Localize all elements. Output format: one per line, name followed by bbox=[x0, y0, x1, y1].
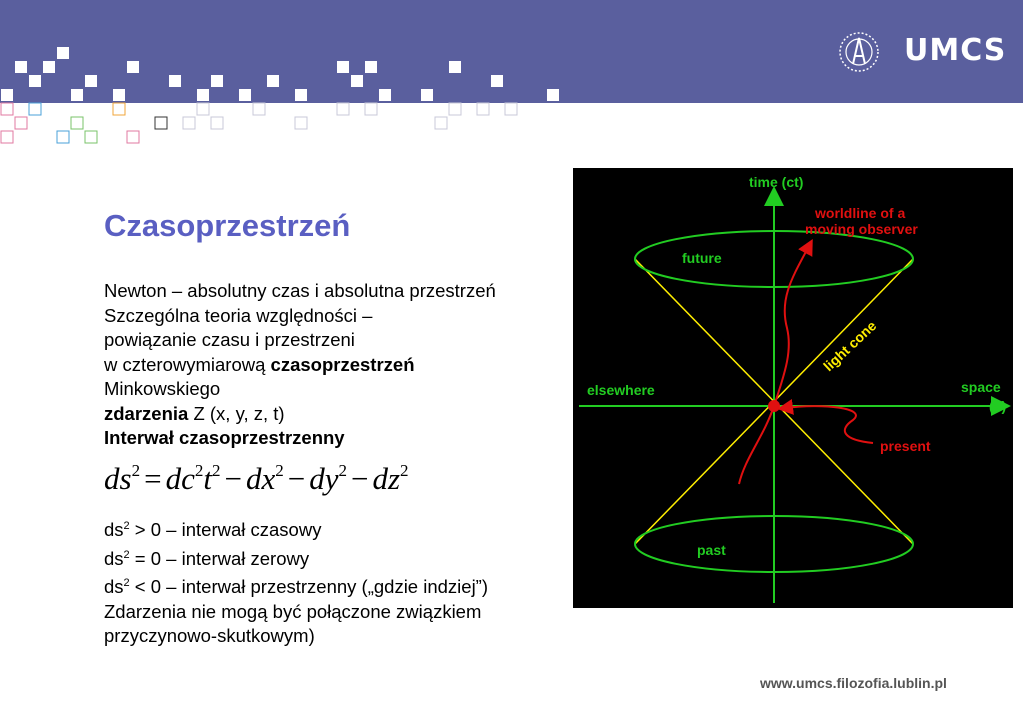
formula-exponent: 2 bbox=[194, 461, 204, 480]
formula-exponent: 2 bbox=[275, 461, 284, 480]
interval-description: > 0 – interwał czasowy bbox=[129, 519, 322, 540]
interval-item: ds2 = 0 – interwał zerowy bbox=[104, 543, 488, 572]
body-line: w czterowymiarową czasoprzestrzeń bbox=[104, 353, 496, 378]
formula-term: dz bbox=[372, 461, 401, 496]
formula-exponent: 2 bbox=[211, 461, 221, 480]
formula-term: dy bbox=[309, 461, 339, 496]
worldline bbox=[738, 238, 813, 485]
body-line: zdarzenia Z (x, y, z, t) bbox=[104, 402, 496, 427]
formula-operator: − bbox=[224, 461, 242, 496]
formula-term: dc bbox=[165, 461, 195, 496]
interval-note: Zdarzenia nie mogą być połączone związki… bbox=[104, 600, 482, 622]
past-ellipse bbox=[634, 515, 914, 573]
interval-item: ds2 < 0 – interwał przestrzenny („gdzie … bbox=[104, 571, 488, 600]
formula-operator: − bbox=[350, 461, 369, 496]
future-ellipse bbox=[634, 230, 914, 288]
worldline-label-2: moving observer bbox=[805, 221, 918, 237]
interval-symbol: ds bbox=[104, 576, 124, 597]
past-label: past bbox=[697, 542, 726, 558]
interval-formula: ds2=dc2t2−dx2−dy2−dz2 bbox=[104, 461, 409, 497]
formula-exponent: 2 bbox=[338, 461, 347, 480]
present-event bbox=[768, 400, 780, 412]
body-line: Szczególna teoria względności – bbox=[104, 304, 373, 326]
body-line: powiązanie czasu i przestrzeni bbox=[104, 329, 355, 350]
slide-title: Czasoprzestrzeń bbox=[104, 208, 351, 243]
interval-exponent: 2 bbox=[123, 548, 130, 561]
interval-exponent: 2 bbox=[123, 520, 130, 532]
present-pointer bbox=[777, 399, 874, 444]
body-line: Minkowskiego bbox=[104, 378, 221, 399]
interval-symbol: ds bbox=[104, 519, 124, 540]
body-line: Newton – absolutny czas i absolutna prze… bbox=[104, 280, 496, 301]
footer-url: www.umcs.filozofia.lublin.pl bbox=[760, 675, 947, 691]
light-cone-diagram: time (ct) space (x) future past elsewher… bbox=[573, 168, 1013, 608]
interval-exponent: 2 bbox=[123, 577, 130, 589]
time-axis-label: time (ct) bbox=[749, 174, 803, 190]
body-text-run: w czterowymiarową bbox=[104, 353, 271, 375]
formula-term: t bbox=[203, 461, 212, 496]
slide-body: Newton – absolutny czas i absolutna prze… bbox=[104, 279, 496, 451]
space-axis-unit: (x) bbox=[989, 398, 1006, 414]
body-bold-term: czasoprzestrzeń bbox=[270, 353, 415, 375]
umcs-logo-icon bbox=[839, 32, 879, 72]
interval-note: przyczynowo-skutkowym) bbox=[104, 625, 315, 646]
interval-item: ds2 > 0 – interwał czasowy bbox=[104, 514, 488, 543]
present-label: present bbox=[880, 438, 931, 454]
worldline-label-1: worldline of a bbox=[814, 205, 905, 221]
umcs-logo-text: UMCS bbox=[904, 33, 1007, 68]
formula-term: ds bbox=[104, 461, 132, 496]
interval-description: < 0 – interwał przestrzenny („gdzie indz… bbox=[129, 576, 489, 597]
elsewhere-label: elsewhere bbox=[587, 382, 655, 398]
formula-term: dx bbox=[245, 461, 276, 496]
body-line: Interwał czasoprzestrzenny bbox=[104, 427, 345, 448]
interval-symbol: ds bbox=[104, 547, 124, 569]
interval-list: ds2 > 0 – interwał czasowy ds2 = 0 – int… bbox=[104, 514, 488, 649]
header-pixel-pattern bbox=[0, 47, 559, 144]
formula-exponent: 2 bbox=[400, 461, 409, 480]
interval-description: = 0 – interwał zerowy bbox=[129, 547, 310, 569]
formula-exponent: 2 bbox=[131, 461, 141, 480]
space-axis-label: space bbox=[961, 379, 1001, 395]
formula-operator: − bbox=[287, 461, 306, 496]
future-label: future bbox=[682, 250, 722, 266]
body-bold-term: zdarzenia bbox=[104, 402, 189, 424]
formula-operator: = bbox=[144, 461, 162, 496]
body-text-run: Z (x, y, z, t) bbox=[188, 402, 285, 424]
